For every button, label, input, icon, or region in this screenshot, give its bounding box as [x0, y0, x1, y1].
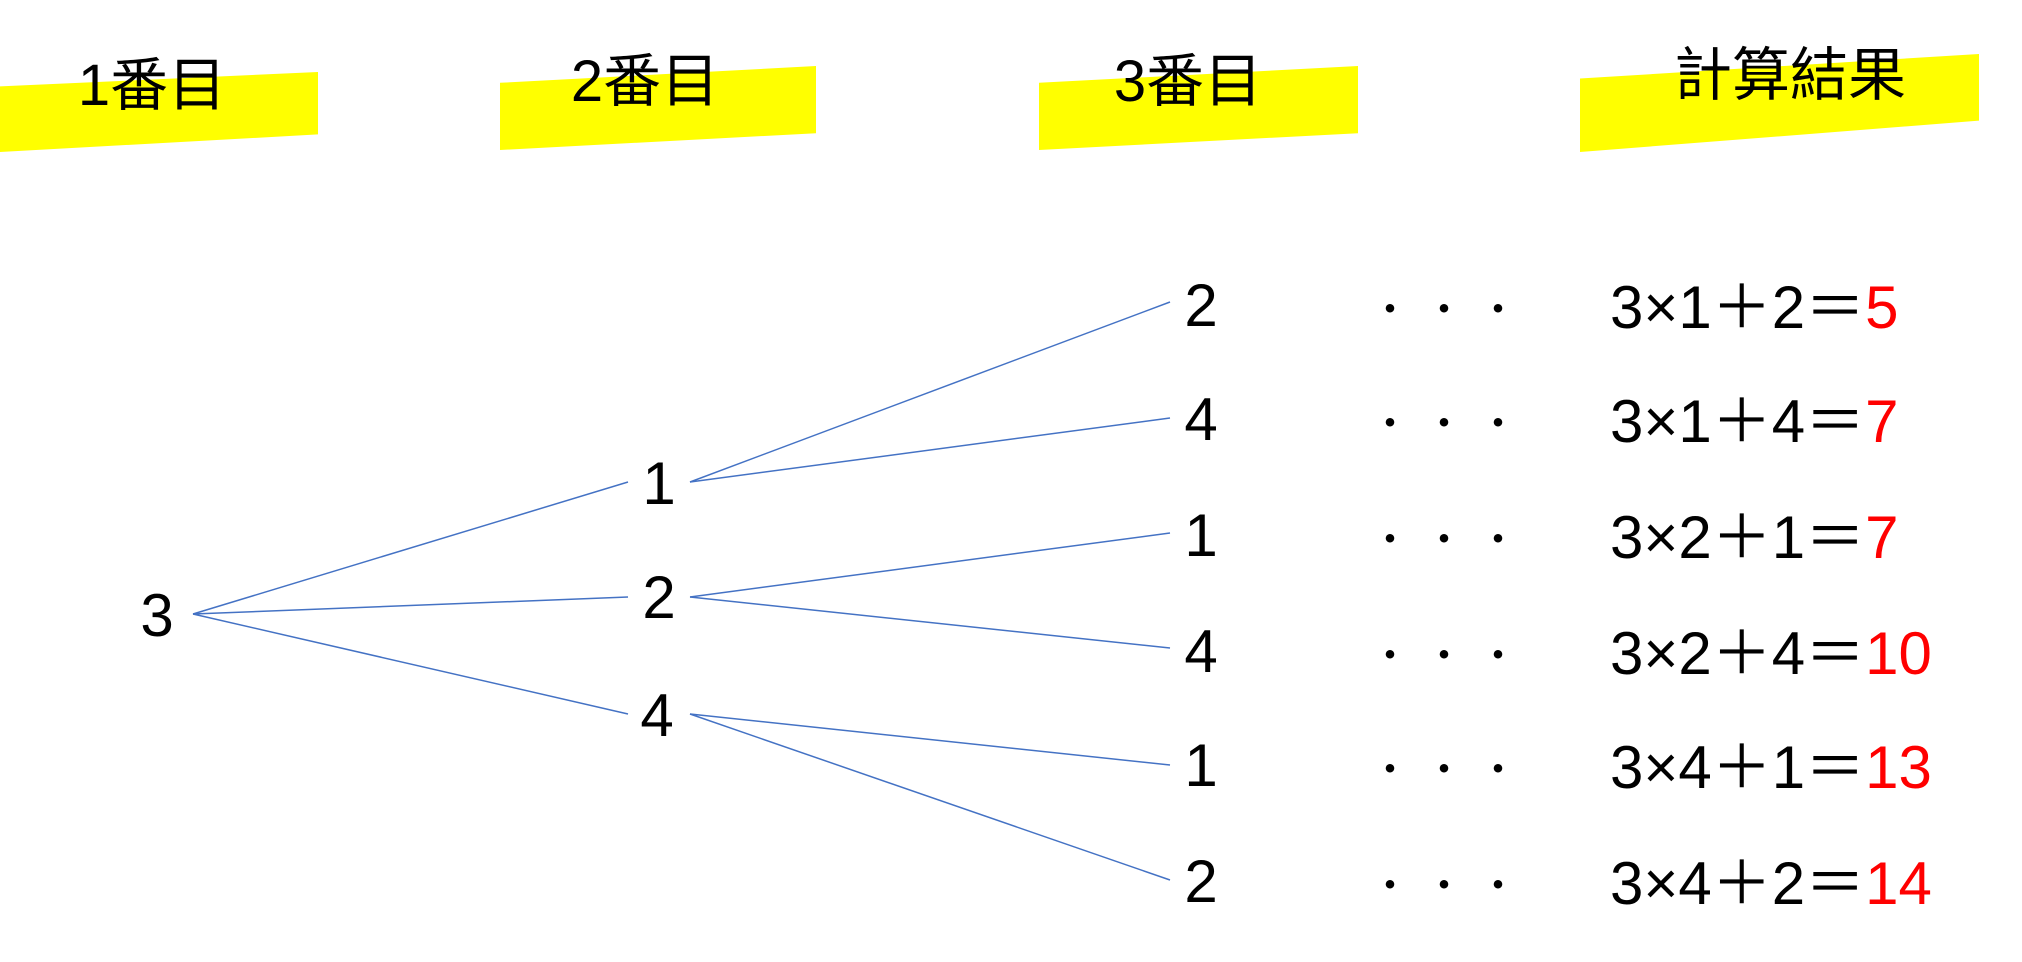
ellipsis: ・・・: [1370, 864, 1532, 908]
level3-node: 1: [1184, 502, 1218, 569]
formula-result: 10: [1865, 620, 1932, 687]
edge-3-2: [192, 596, 629, 615]
level3-node: 1: [1184, 732, 1218, 799]
header-first: 1番目: [77, 53, 227, 118]
edge-3-1: [192, 481, 629, 615]
ellipsis: ・・・: [1370, 402, 1532, 446]
level2-node: 4: [640, 682, 674, 749]
formula-result: 13: [1865, 734, 1932, 801]
edge-2-4: [689, 596, 1171, 649]
formula-result: 5: [1865, 274, 1899, 341]
ellipsis: ・・・: [1370, 634, 1532, 678]
formula-row: 3×2＋4＝10: [1610, 624, 1932, 684]
header-second: 2番目: [570, 49, 720, 114]
edge-1-4: [689, 417, 1171, 483]
formula-expression: 3×2＋4＝: [1610, 620, 1866, 687]
edge-1-2: [689, 301, 1171, 483]
formula-expression: 3×1＋2＝: [1610, 274, 1866, 341]
ellipsis: ・・・: [1370, 518, 1532, 562]
edge-4-2: [689, 713, 1171, 881]
formula-expression: 3×2＋1＝: [1610, 504, 1866, 571]
level3-node: 2: [1184, 272, 1218, 339]
formula-row: 3×4＋1＝13: [1610, 738, 1932, 798]
level3-node: 4: [1184, 618, 1218, 685]
formula-result: 14: [1865, 850, 1932, 917]
formula-row: 3×1＋2＝5: [1610, 278, 1899, 338]
formula-row: 3×4＋2＝14: [1610, 854, 1932, 914]
edge-4-1: [689, 713, 1171, 766]
edge-3-4: [192, 613, 629, 715]
header-third: 3番目: [1113, 49, 1263, 114]
formula-result: 7: [1865, 388, 1899, 455]
level2-node: 1: [642, 450, 676, 517]
level3-node: 4: [1184, 386, 1218, 453]
formula-expression: 3×1＋4＝: [1610, 388, 1866, 455]
formula-expression: 3×4＋1＝: [1610, 734, 1866, 801]
formula-row: 3×1＋4＝7: [1610, 392, 1899, 452]
level3-node: 2: [1184, 848, 1218, 915]
root-node: 3: [140, 582, 174, 649]
formula-expression: 3×4＋2＝: [1610, 850, 1866, 917]
edge-2-1: [689, 532, 1171, 598]
level2-node: 2: [642, 564, 676, 631]
ellipsis: ・・・: [1370, 748, 1532, 792]
formula-result: 7: [1865, 504, 1899, 571]
formula-row: 3×2＋1＝7: [1610, 508, 1899, 568]
header-result: 計算結果: [1673, 43, 1907, 108]
ellipsis: ・・・: [1370, 288, 1532, 332]
